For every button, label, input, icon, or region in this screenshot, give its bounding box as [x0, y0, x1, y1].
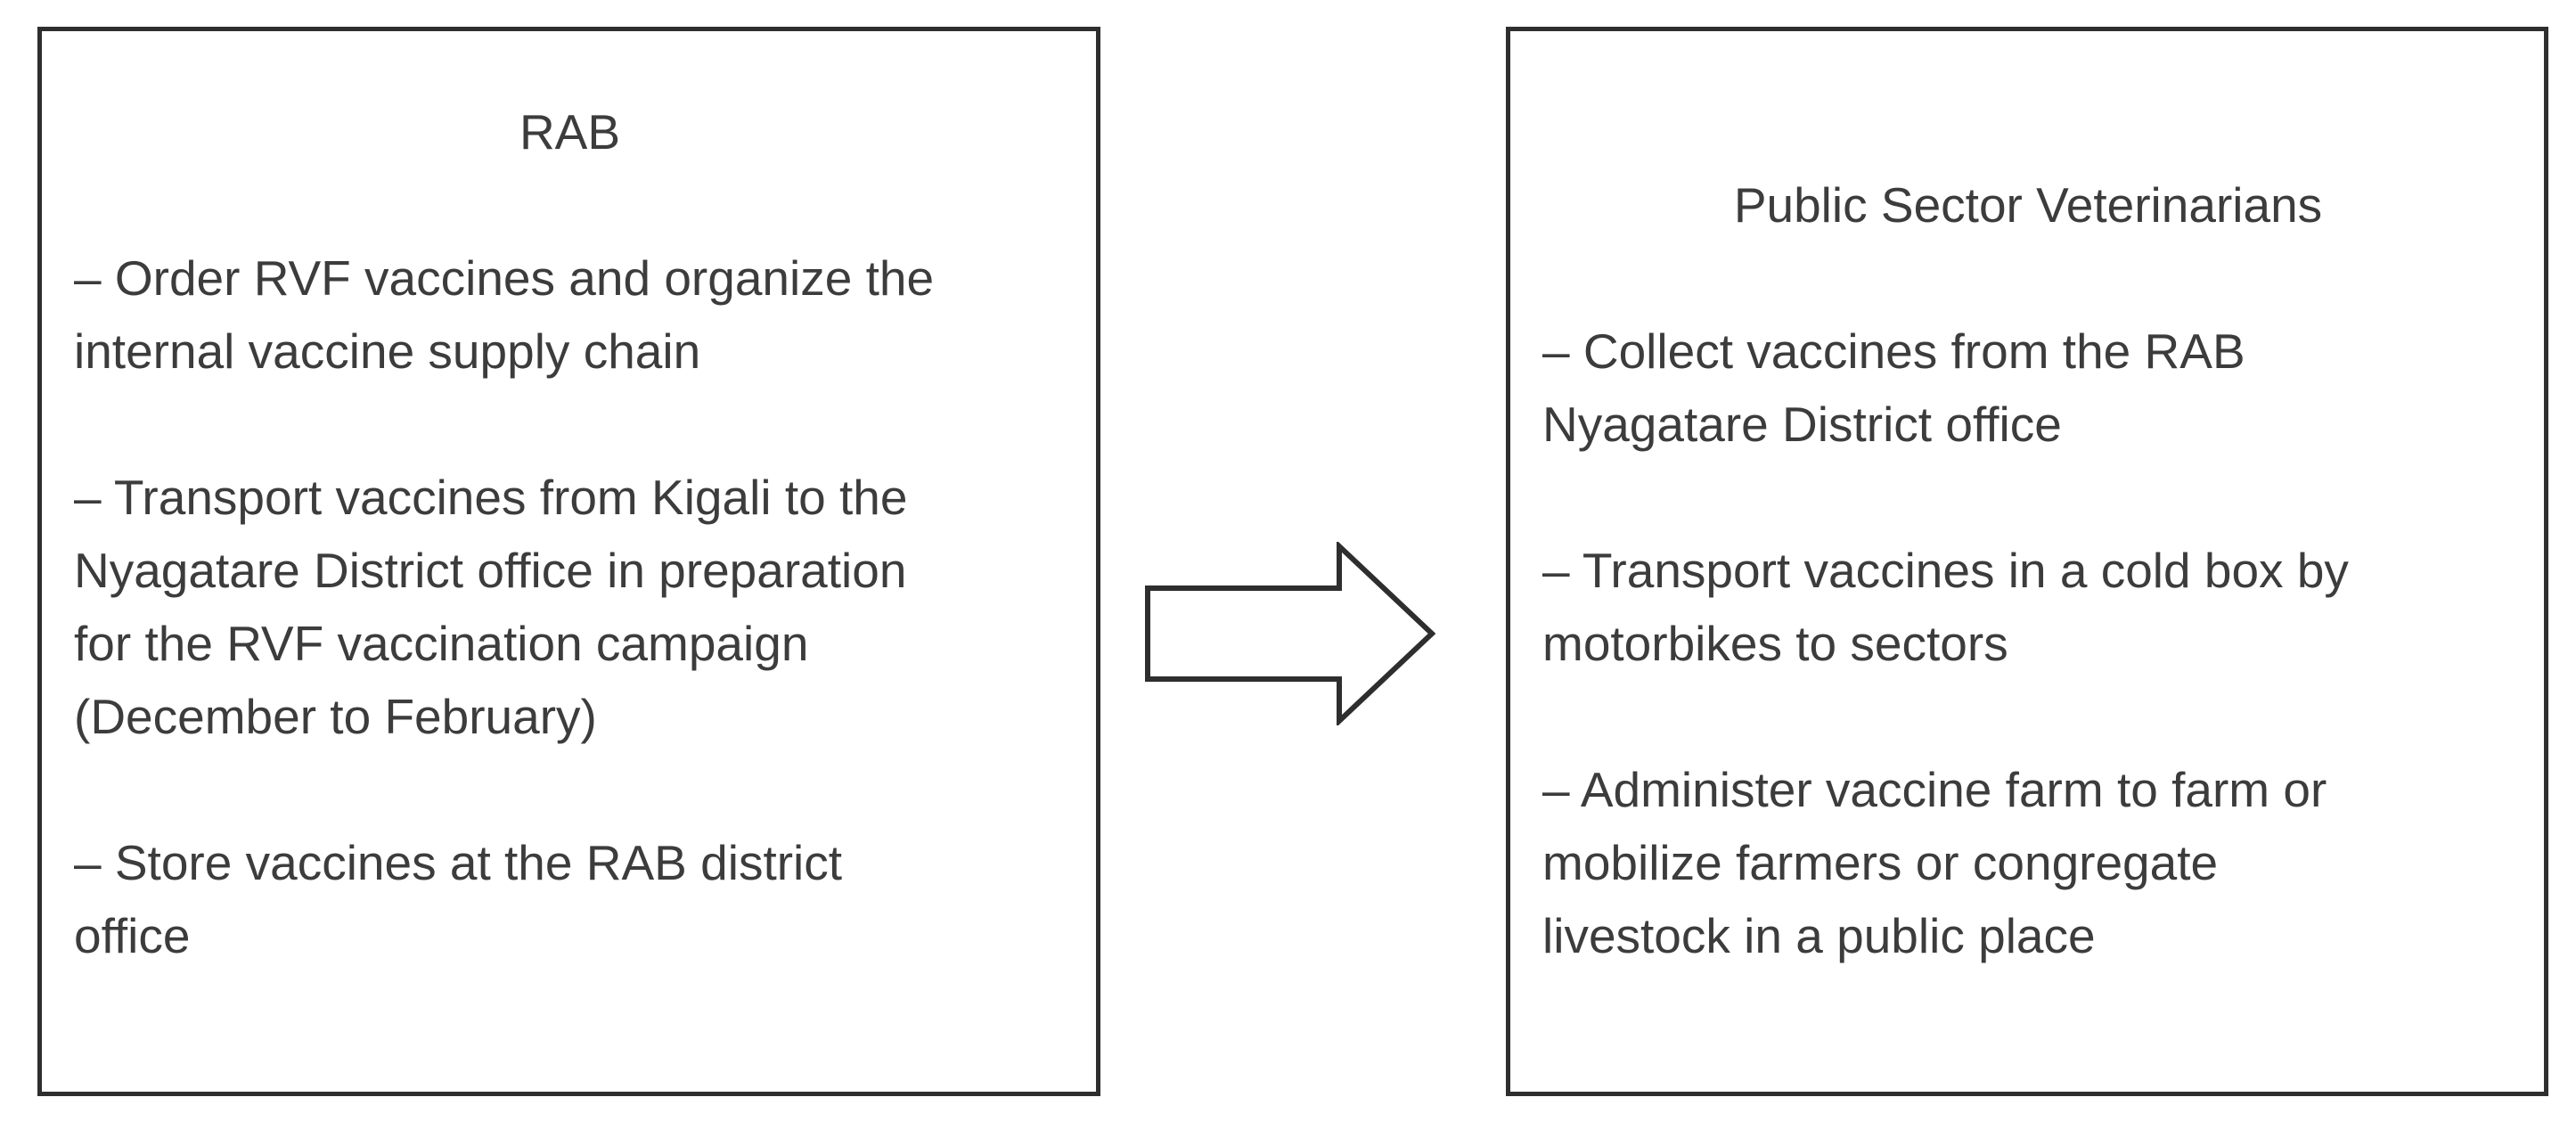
vets-box-item-collect-vaccines: – Collect vaccines from the RAB Nyagatar… [1542, 323, 2245, 452]
rab-box-item-order-vaccines: – Order RVF vaccines and organize the in… [74, 250, 935, 379]
rab-box-item-store-vaccines: – Store vaccines at the RAB district off… [74, 835, 843, 963]
rab-box-item-transport-vaccines: – Transport vaccines from Kigali to the … [74, 470, 908, 744]
vets-box-item-transport-cold-box: – Transport vaccines in a cold box by mo… [1542, 543, 2349, 671]
rab-box: RAB – Order RVF vaccines and organize th… [37, 27, 1100, 1096]
public-sector-veterinarians-box: Public Sector Veterinarians – Collect va… [1506, 27, 2548, 1096]
right-arrow-shape [1145, 542, 1435, 725]
rab-box-title: RAB [519, 104, 621, 160]
right-arrow-icon [1145, 542, 1435, 725]
public-sector-veterinarians-box-title: Public Sector Veterinarians [1733, 177, 2323, 233]
vets-box-item-administer-vaccine: – Administer vaccine farm to farm or mob… [1542, 762, 2327, 963]
